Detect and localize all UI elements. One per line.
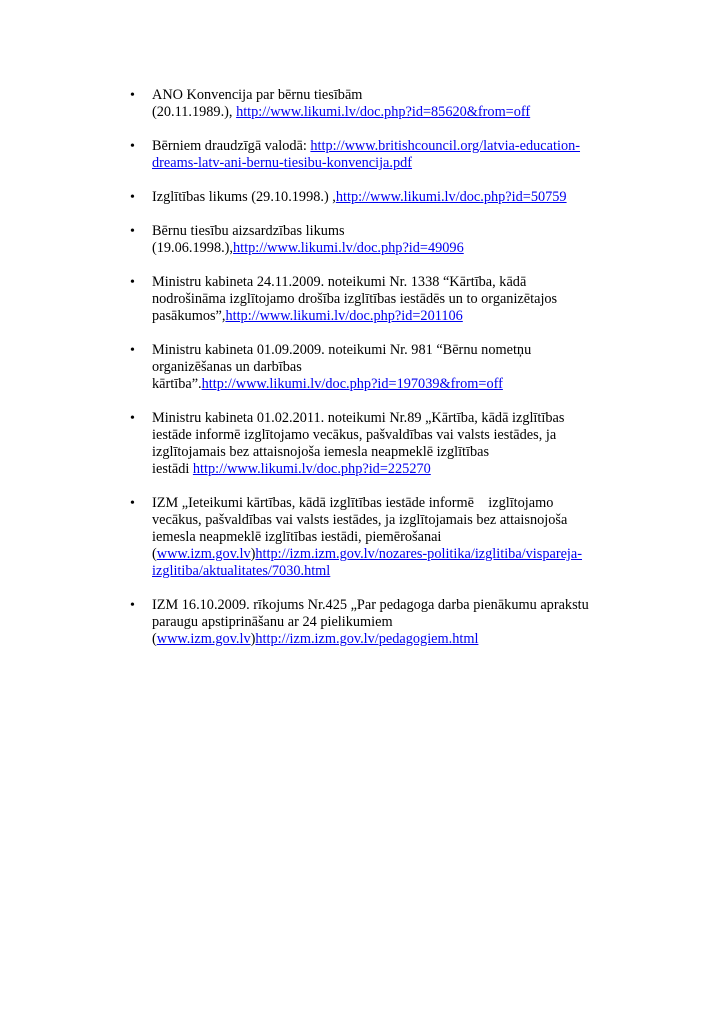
text-line: dreams-latv-ani-bernu-tiesibu-konvencija… xyxy=(152,155,622,172)
reference-text: izglītojamais bez attaisnojoša iemesla n… xyxy=(152,444,490,460)
reference-link[interactable]: www.izm.gov.lv xyxy=(156,631,251,647)
list-item: • Bērniem draudzīgā valodā: http://www.br… xyxy=(130,138,622,172)
list-item: • Bērnu tiesību aizsardzības likums(19.06… xyxy=(130,223,622,257)
reference-text: organizēšanas un darbības xyxy=(152,359,302,375)
text-line: (20.11.1989.), http://www.likumi.lv/doc.… xyxy=(152,104,622,121)
text-line: (19.06.1998.),http://www.likumi.lv/doc.p… xyxy=(152,240,622,257)
text-line: iestādi http://www.likumi.lv/doc.php?id=… xyxy=(152,461,622,478)
text-line: (www.izm.gov.lv)http://izm.izm.gov.lv/pe… xyxy=(152,631,622,648)
text-line: Ministru kabineta 01.02.2011. noteikumi … xyxy=(152,410,622,427)
reference-text: (20.11.1989.), xyxy=(152,104,237,120)
list-item: • IZM 16.10.2009. rīkojums Nr.425 „Par pe… xyxy=(130,597,622,648)
text-line: (www.izm.gov.lv)http://izm.izm.gov.lv/no… xyxy=(152,546,622,563)
bullet-icon: • xyxy=(130,139,135,154)
reference-text: IZM „Ieteikumi kārtības, kādā izglītības… xyxy=(152,495,554,511)
reference-link[interactable]: izglitiba/aktualitates/7030.html xyxy=(152,563,331,579)
reference-text: IZM 16.10.2009. rīkojums Nr.425 „Par ped… xyxy=(152,597,589,613)
reference-text: iestāde informē izglītojamo vecākus, paš… xyxy=(152,427,557,443)
bullet-icon: • xyxy=(130,190,135,205)
reference-text: Ministru kabineta 01.02.2011. noteikumi … xyxy=(152,410,565,426)
reference-text: kārtība”. xyxy=(152,376,202,392)
reference-text: nodrošināma izglītojamo drošība izglītīb… xyxy=(152,291,558,307)
text-line: nodrošināma izglītojamo drošība izglītīb… xyxy=(152,291,622,308)
list-item: • IZM „Ieteikumi kārtības, kādā izglītība… xyxy=(130,495,622,580)
text-line: IZM 16.10.2009. rīkojums Nr.425 „Par ped… xyxy=(152,597,622,614)
list-item: • Izglītības likums (29.10.1998.) ,http:/… xyxy=(130,189,622,206)
text-line: Ministru kabineta 24.11.2009. noteikumi … xyxy=(152,274,622,291)
text-line: kārtība”.http://www.likumi.lv/doc.php?id… xyxy=(152,376,622,393)
bullet-icon: • xyxy=(130,411,135,426)
reference-link[interactable]: http://www.likumi.lv/doc.php?id=197039&f… xyxy=(201,376,503,392)
reference-text: ) xyxy=(250,546,256,562)
text-line: Bērnu tiesību aizsardzības likums xyxy=(152,223,622,240)
reference-link[interactable]: www.izm.gov.lv xyxy=(156,546,251,562)
text-line: iestāde informē izglītojamo vecākus, paš… xyxy=(152,427,622,444)
text-line: iemesla neapmeklē izglītības iestādi, pi… xyxy=(152,529,622,546)
text-line: pasākumos”,http://www.likumi.lv/doc.php?… xyxy=(152,308,622,325)
text-line: paraugu apstiprināšanu ar 24 pielikumiem xyxy=(152,614,622,631)
bullet-icon: • xyxy=(130,343,135,358)
text-line: ANO Konvencija par bērnu tiesībām xyxy=(152,87,622,104)
reference-text: ) xyxy=(250,631,256,647)
reference-text: ANO Konvencija par bērnu tiesībām xyxy=(152,87,363,103)
reference-link[interactable]: http://www.likumi.lv/doc.php?id=201106 xyxy=(225,308,463,324)
bullet-icon: • xyxy=(130,275,135,290)
bullet-icon: • xyxy=(130,224,135,239)
reference-text: Bērniem draudzīgā valodā: xyxy=(152,138,311,154)
text-line: izglitiba/aktualitates/7030.html xyxy=(152,563,622,580)
reference-text: Ministru kabineta 01.09.2009. noteikumi … xyxy=(152,342,532,358)
bullet-icon: • xyxy=(130,598,135,613)
reference-text: ( xyxy=(152,631,157,647)
list-item: • ANO Konvencija par bērnu tiesībām(20.11… xyxy=(130,87,622,121)
reference-link[interactable]: http://www.likumi.lv/doc.php?id=225270 xyxy=(192,461,431,477)
reference-text: iestādi xyxy=(152,461,193,477)
text-line: vecākus, pašvaldības vai valsts iestādes… xyxy=(152,512,622,529)
text-line: Bērniem draudzīgā valodā: http://www.bri… xyxy=(152,138,622,155)
reference-link[interactable]: http://izm.izm.gov.lv/nozares-politika/i… xyxy=(255,546,583,562)
reference-text: ( xyxy=(152,546,157,562)
reference-text: pasākumos”, xyxy=(152,308,226,324)
bullet-icon: • xyxy=(130,496,135,511)
reference-text: Izglītības likums (29.10.1998.) , xyxy=(152,189,336,205)
reference-text: Ministru kabineta 24.11.2009. noteikumi … xyxy=(152,274,527,290)
reference-link[interactable]: http://izm.izm.gov.lv/pedagogiem.html xyxy=(255,631,479,647)
reference-text: iemesla neapmeklē izglītības iestādi, pi… xyxy=(152,529,442,545)
list-item: • Ministru kabineta 24.11.2009. noteikumi… xyxy=(130,274,622,325)
reference-link[interactable]: http://www.britishcouncil.org/latvia-edu… xyxy=(310,138,581,154)
reference-link[interactable]: http://www.likumi.lv/doc.php?id=50759 xyxy=(335,189,567,205)
reference-link[interactable]: http://www.likumi.lv/doc.php?id=49096 xyxy=(233,240,464,256)
reference-text: paraugu apstiprināšanu ar 24 pielikumiem xyxy=(152,614,393,630)
text-line: IZM „Ieteikumi kārtības, kādā izglītības… xyxy=(152,495,622,512)
reference-list: • ANO Konvencija par bērnu tiesībām(20.11… xyxy=(130,87,622,665)
text-line: izglītojamais bez attaisnojoša iemesla n… xyxy=(152,444,622,461)
list-item: • Ministru kabineta 01.09.2009. noteikumi… xyxy=(130,342,622,393)
text-line: Ministru kabineta 01.09.2009. noteikumi … xyxy=(152,342,622,359)
text-line: Izglītības likums (29.10.1998.) ,http://… xyxy=(152,189,622,206)
text-line: organizēšanas un darbības xyxy=(152,359,622,376)
bullet-icon: • xyxy=(130,88,135,103)
reference-link[interactable]: dreams-latv-ani-bernu-tiesibu-konvencija… xyxy=(152,155,413,171)
reference-text: vecākus, pašvaldības vai valsts iestādes… xyxy=(152,512,568,528)
reference-link[interactable]: http://www.likumi.lv/doc.php?id=85620&fr… xyxy=(236,104,531,120)
list-item: • Ministru kabineta 01.02.2011. noteikumi… xyxy=(130,410,622,478)
reference-text: Bērnu tiesību aizsardzības likums xyxy=(152,223,345,239)
reference-text: (19.06.1998.), xyxy=(152,240,234,256)
